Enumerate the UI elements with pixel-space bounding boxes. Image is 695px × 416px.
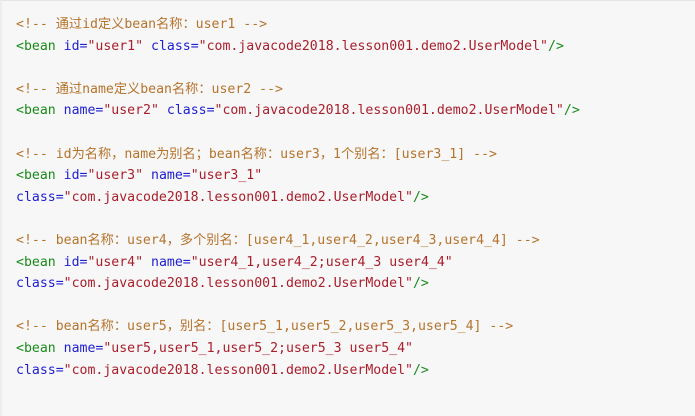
- token-comment: <!-- 通过name定义bean名称：user2 -->: [16, 81, 283, 97]
- token-plain: [56, 341, 64, 356]
- token-val: "user4": [87, 254, 144, 270]
- token-attr: id=: [63, 38, 88, 54]
- code-line-blank: [16, 122, 695, 144]
- token-comment: <!-- bean名称：user5，别名：[user5_1,user5_2,us…: [16, 319, 514, 335]
- token-attr: class=: [16, 276, 64, 292]
- code-line: <!-- 通过id定义bean名称：user1 -->: [16, 14, 695, 36]
- token-attr: class=: [16, 362, 64, 378]
- token-val: "user3_1": [190, 168, 263, 184]
- token-val: "com.javacode2018.lesson001.demo2.UserMo…: [214, 103, 564, 119]
- token-tag: <bean: [16, 168, 56, 184]
- code-line: class="com.javacode2018.lesson001.demo2.…: [16, 273, 695, 295]
- code-line: <bean id="user1" class="com.javacode2018…: [16, 36, 695, 58]
- code-line: <bean id="user3" name="user3_1": [16, 165, 695, 187]
- token-plain: [143, 255, 151, 270]
- token-attr: class=: [16, 189, 64, 205]
- code-line-blank: [16, 57, 695, 79]
- token-punct: />: [548, 38, 564, 54]
- token-comment: <!-- 通过id定义bean名称：user1 -->: [16, 17, 268, 32]
- code-line: <!-- id为名称，name为别名；bean名称：user3，1个别名：[us…: [16, 144, 695, 166]
- token-attr: class=: [151, 38, 199, 54]
- token-val: "user1": [87, 38, 144, 54]
- token-plain: [159, 103, 167, 118]
- token-attr: name=: [63, 103, 104, 119]
- code-line: <!-- bean名称：user5，别名：[user5_1,user5_2,us…: [16, 316, 695, 338]
- code-line: class="com.javacode2018.lesson001.demo2.…: [16, 360, 695, 382]
- token-tag: <bean: [16, 38, 56, 54]
- code-line-blank: [16, 295, 695, 317]
- code-line: <bean name="user5,user5_1,user5_2;user5_…: [16, 338, 695, 360]
- token-punct: />: [412, 276, 429, 292]
- token-punct: />: [412, 362, 429, 378]
- code-line-blank: [16, 208, 695, 230]
- token-tag: <bean: [16, 340, 56, 356]
- token-plain: [56, 103, 64, 118]
- token-val: "com.javacode2018.lesson001.demo2.UserMo…: [63, 189, 413, 205]
- code-line: <!-- bean名称：user4，多个别名：[user4_1,user4_2,…: [16, 230, 695, 252]
- token-attr: name=: [151, 254, 191, 270]
- token-val: "com.javacode2018.lesson001.demo2.UserMo…: [198, 38, 548, 54]
- token-plain: [143, 39, 151, 54]
- token-comment: <!-- id为名称，name为别名；bean名称：user3，1个别名：[us…: [16, 146, 497, 162]
- token-val: "user4_1,user4_2;user4_3 user4_4": [190, 254, 453, 270]
- token-comment: <!-- bean名称：user4，多个别名：[user4_1,user4_2,…: [16, 232, 540, 248]
- token-val: "com.javacode2018.lesson001.demo2.UserMo…: [63, 362, 413, 378]
- token-val: "user2": [103, 103, 159, 119]
- token-attr: class=: [166, 103, 215, 119]
- token-tag: <bean: [16, 254, 56, 270]
- token-plain: [56, 255, 64, 270]
- token-attr: id=: [63, 254, 88, 270]
- token-punct: />: [412, 189, 429, 205]
- code-line: <bean name="user2" class="com.javacode20…: [16, 100, 695, 122]
- code-line: class="com.javacode2018.lesson001.demo2.…: [16, 187, 695, 209]
- token-plain: [143, 168, 151, 183]
- token-attr: name=: [151, 168, 191, 184]
- code-line: <bean id="user4" name="user4_1,user4_2;u…: [16, 252, 695, 274]
- token-plain: [56, 168, 64, 183]
- token-tag: <bean: [16, 103, 56, 119]
- token-plain: [56, 39, 64, 54]
- token-val: "user5,user5_1,user5_2;user5_3 user5_4": [103, 340, 414, 356]
- token-attr: name=: [63, 340, 104, 356]
- token-punct: />: [563, 103, 580, 119]
- token-attr: id=: [63, 168, 88, 184]
- code-line: <!-- 通过name定义bean名称：user2 -->: [16, 79, 695, 101]
- token-val: "com.javacode2018.lesson001.demo2.UserMo…: [63, 276, 413, 292]
- token-val: "user3": [87, 168, 144, 184]
